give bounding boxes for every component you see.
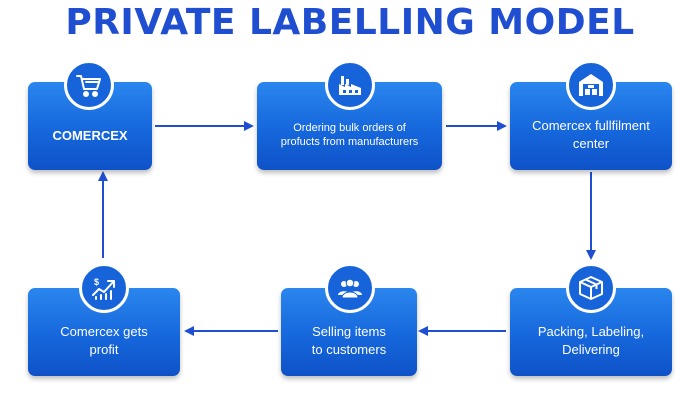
step-label: Packing, Labeling, Delivering [537, 324, 645, 357]
step-label: COMERCEX [52, 127, 128, 143]
diagram-title: PRIVATE LABELLING MODEL [65, 2, 635, 43]
factory-icon [325, 60, 375, 110]
customers-group-icon [325, 263, 375, 313]
svg-text:$: $ [94, 277, 99, 287]
package-box-icon [566, 263, 616, 313]
profit-growth-icon: $ [79, 263, 129, 313]
shopping-cart-icon [64, 60, 114, 110]
step-label: Comercex fullfilment center [532, 118, 650, 151]
step-label: Selling items to customers [311, 324, 387, 357]
step-comercex-profit: Comercex gets profit [28, 288, 180, 376]
step-label: Ordering bulk orders of profucts from ma… [280, 122, 419, 148]
step-ordering-bulk: Ordering bulk orders of profucts from ma… [257, 82, 442, 170]
step-label: Comercex gets profit [60, 324, 148, 357]
warehouse-icon [566, 60, 616, 110]
